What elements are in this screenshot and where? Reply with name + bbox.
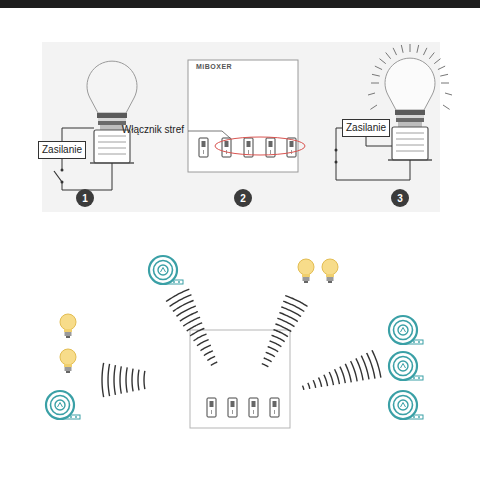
wire [62,163,112,190]
radio-waves [302,350,380,390]
bulb-off [87,61,137,163]
power-box: Zasilanie [342,119,390,137]
switch-contact [335,149,338,152]
switch-contact [61,169,64,172]
led-strip-icon [389,316,423,344]
highlight-ellipse [215,137,305,155]
power-box: Zasilanie [38,141,86,159]
radio-waves [166,289,217,365]
small-bulb-icon [60,314,76,338]
zone-switch [207,398,216,417]
brand-logo: MiBOXER [196,63,232,71]
switch-contact [61,181,64,184]
led-strip-icon [389,352,423,380]
zone-switch [199,138,208,157]
led-strip-icon [46,391,80,419]
wire [62,128,94,141]
step-number: 2 [234,189,252,207]
radio-waves [102,363,145,397]
leader-line [188,131,230,138]
bulb-on [368,44,452,160]
step-number: 3 [391,189,409,207]
small-bulb-icon [322,259,338,283]
led-strip-icon [389,391,423,419]
radio-waves [262,296,308,367]
switch-contact [335,161,338,164]
zone-switch [249,398,258,417]
callout-label: Włącznik stref [122,124,184,136]
zone-switch [228,398,237,417]
callout-number: 3 [397,193,403,204]
top-bar [0,0,480,8]
zone-panel [190,330,290,428]
callout-number: 2 [240,193,246,204]
switch-open [54,171,62,182]
step-number: 1 [76,189,94,207]
led-strip-icon [149,256,183,284]
node-text: Zasilanie [42,144,82,155]
zone-switch [287,138,296,157]
top-panel-ground [42,42,440,212]
wire [62,159,63,170]
callout-number: 1 [82,193,88,204]
wire [366,137,392,146]
node-text: Zasilanie [346,122,386,133]
zone-switch [270,398,279,417]
small-bulb-icon [298,259,314,283]
zone-panel [188,60,298,172]
small-bulb-icon [60,349,76,373]
